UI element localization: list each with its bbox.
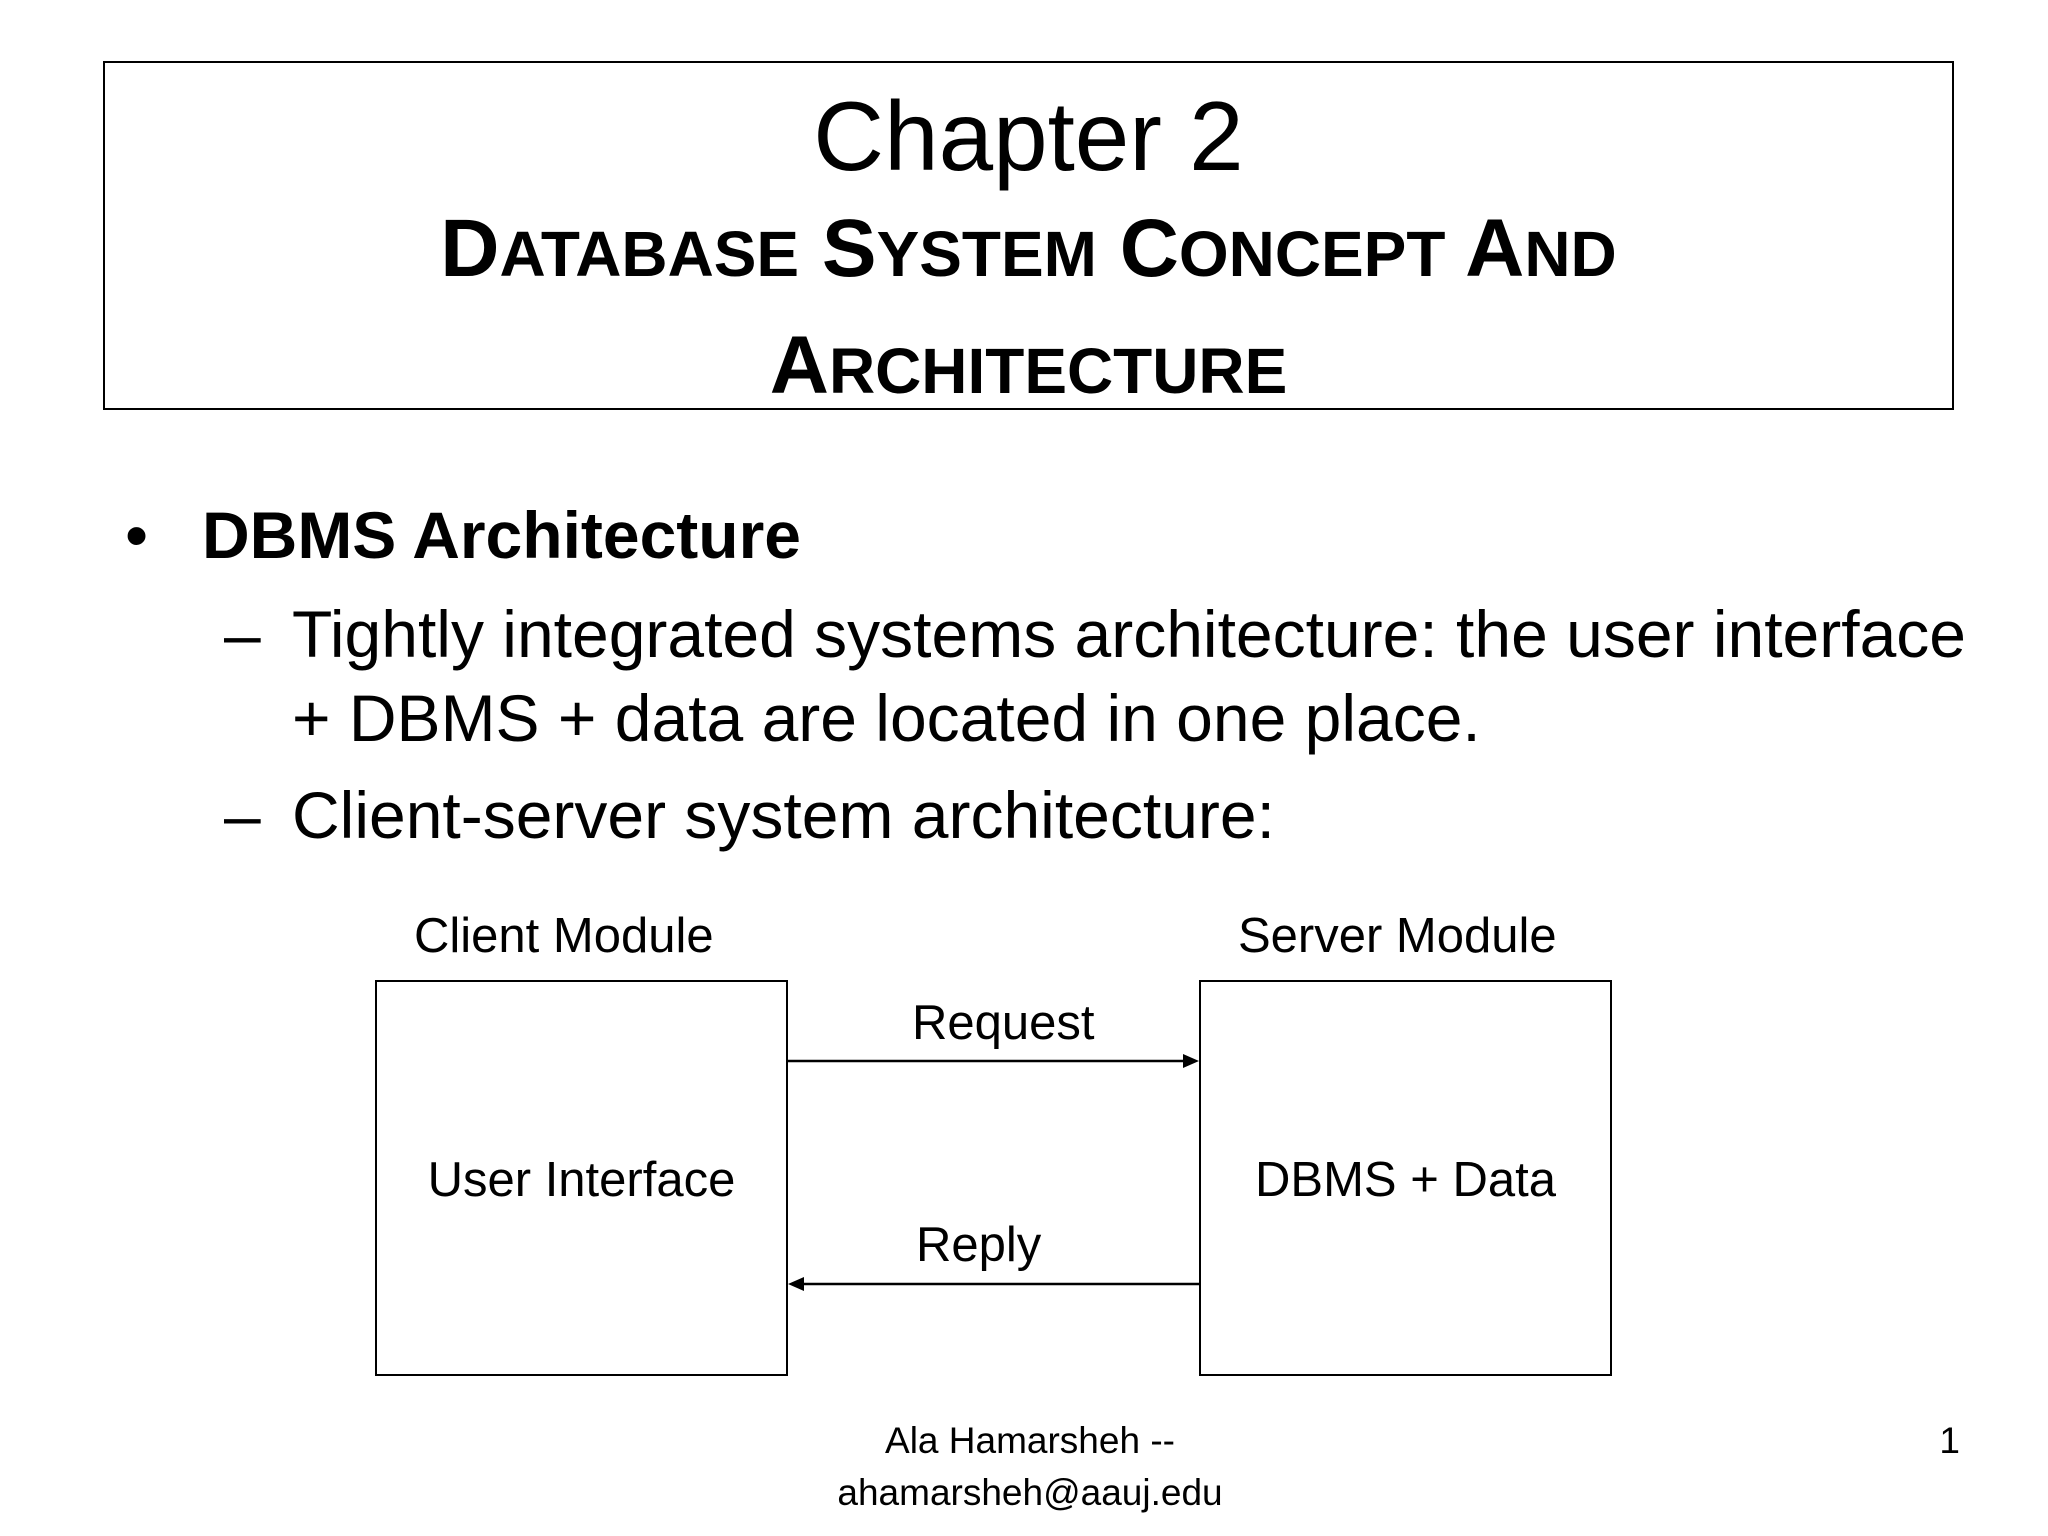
title-word-and: AND	[1465, 203, 1617, 294]
footer-author-name: Ala Hamarsheh --	[885, 1420, 1175, 1461]
bullet-dot: •	[125, 498, 149, 572]
bullet-text: DBMS Architecture	[202, 498, 801, 572]
request-label: Request	[912, 996, 1095, 1050]
footer-author: Ala Hamarsheh -- ahamarsheh@aauj.edu	[780, 1415, 1280, 1519]
client-box: User Interface	[375, 980, 788, 1376]
reply-arrow	[788, 1277, 1199, 1291]
title-box: Chapter 2 DATABASE SYSTEM CONCEPT AND AR…	[103, 61, 1954, 411]
client-box-text: User Interface	[427, 1153, 736, 1207]
title-word-architecture: ARCHITECTURE	[769, 320, 1288, 411]
subbullet-text: Client-server system architecture:	[292, 778, 1275, 852]
subbullet-dash: –	[224, 597, 261, 671]
request-arrow	[788, 1054, 1199, 1068]
page-number: 1	[1939, 1420, 1960, 1461]
client-module-label: Client Module	[414, 909, 714, 963]
title-word-database: DATABASE	[440, 203, 800, 294]
title-chapter: Chapter 2	[813, 81, 1244, 191]
reply-label: Reply	[916, 1218, 1042, 1272]
subbullet-dash: –	[224, 778, 261, 852]
title-word-concept: CONCEPT	[1119, 203, 1446, 294]
title-heading: DATABASE SYSTEM CONCEPT AND ARCHITECTURE	[105, 193, 1952, 427]
title-word-system: SYSTEM	[821, 203, 1097, 294]
footer-email: ahamarsheh@aauj.edu	[837, 1472, 1223, 1513]
subbullet-text: Tightly integrated systems architecture:…	[292, 597, 1966, 755]
server-box: DBMS + Data	[1199, 980, 1612, 1376]
server-module-label: Server Module	[1238, 909, 1557, 963]
server-box-text: DBMS + Data	[1255, 1153, 1556, 1207]
